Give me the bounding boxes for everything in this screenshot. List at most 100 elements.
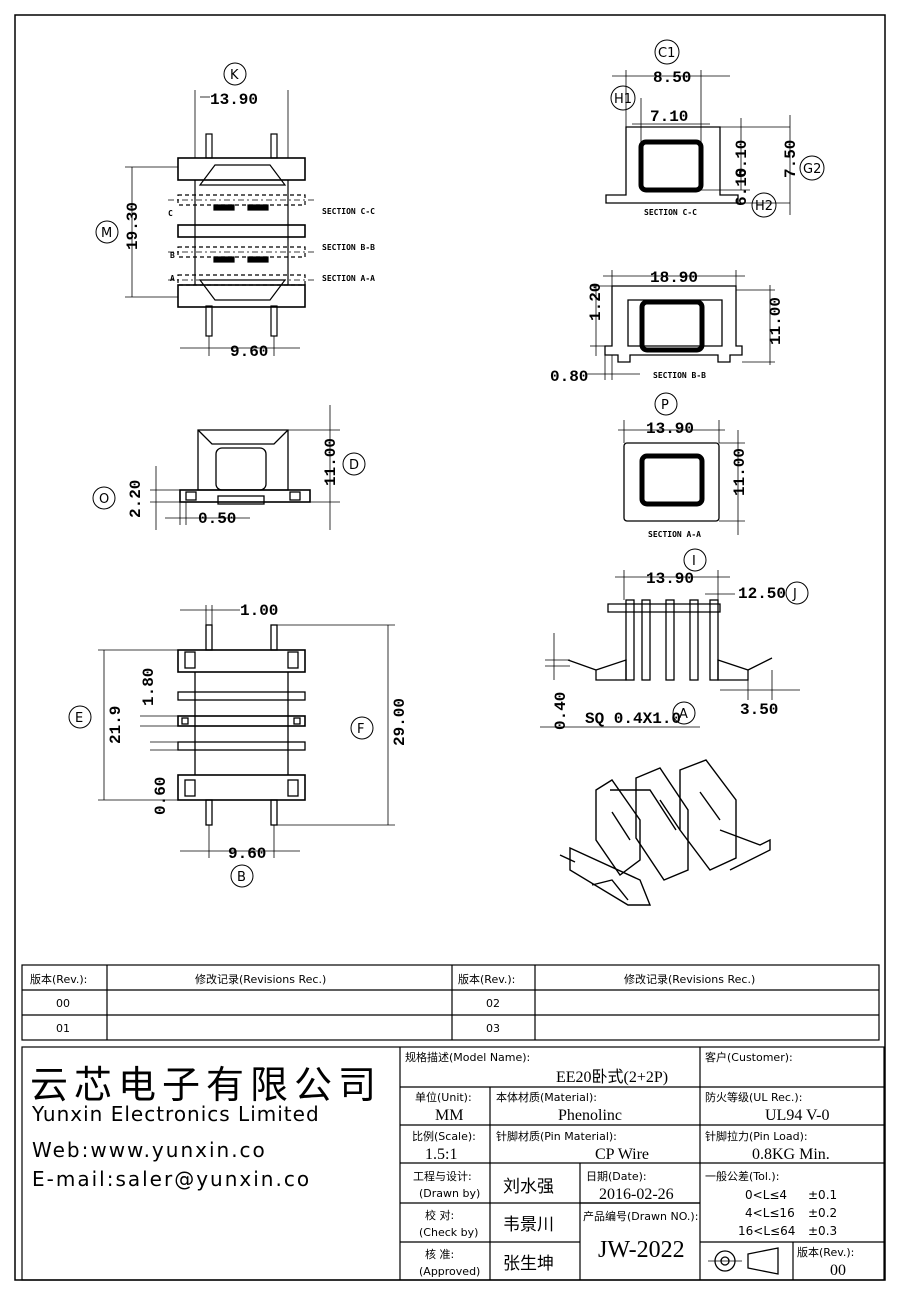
section-bb-view — [585, 270, 775, 380]
scale-value: 1.5:1 — [425, 1146, 457, 1163]
aa-dim-top: 13.90 — [646, 420, 694, 438]
bb-caption: SECTION B-B — [653, 371, 706, 380]
front-dim-right: 11.00 — [322, 438, 340, 486]
cc-dim-bottom: 6.10 — [733, 168, 751, 206]
front-label-left: O — [99, 492, 109, 507]
section-aa-view — [618, 420, 745, 535]
bottom-label-bottom: B — [237, 870, 246, 885]
unit-value: MM — [435, 1107, 463, 1124]
pin-label-right: J — [792, 587, 797, 602]
cc-label-top: C1 — [658, 46, 675, 61]
unit-label: 单位(Unit): — [415, 1090, 472, 1104]
check-value: 韦景川 — [503, 1215, 554, 1235]
rev-label: 版本(Rev.): — [797, 1245, 854, 1259]
model-label: 规格描述(Model Name): — [405, 1050, 530, 1064]
company-email: E-mail:saler@yunxin.co — [32, 1167, 311, 1191]
front-dim-left: 2.20 — [127, 480, 145, 518]
rev-left-1: 01 — [56, 1022, 70, 1035]
bottom-label-left: E — [75, 711, 83, 726]
pin-view — [540, 570, 800, 728]
aa-dim-right: 11.00 — [731, 448, 749, 496]
date-label: 日期(Date): — [586, 1170, 647, 1183]
rev-right-1: 03 — [486, 1022, 500, 1035]
company-name-cn: 云芯电子有限公司 — [30, 1063, 382, 1107]
drawn-label-en: (Drawn by) — [419, 1187, 480, 1200]
pin-dim-left: 0.40 — [552, 692, 570, 730]
check-label-cn: 校 对: — [425, 1208, 454, 1222]
rev-rec-header-left: 修改记录(Revisions Rec.) — [195, 972, 326, 986]
side-mark-b: B — [170, 251, 175, 260]
cc-label-right: G2 — [803, 162, 821, 177]
bb-dim-right: 11.00 — [767, 297, 785, 345]
customer-label: 客户(Customer): — [705, 1050, 793, 1064]
scale-label: 比例(Scale): — [412, 1129, 476, 1143]
rev-header-left: 版本(Rev.): — [30, 972, 87, 986]
model-value: EE20卧式(2+2P) — [556, 1068, 668, 1086]
rev-header-right: 版本(Rev.): — [458, 972, 515, 986]
side-section-bb: SECTION B-B — [322, 243, 375, 252]
rev-rec-header-right: 修改记录(Revisions Rec.) — [624, 972, 755, 986]
tol-value-1: ±0.2 — [808, 1206, 837, 1220]
rev-value: 00 — [830, 1262, 846, 1279]
check-label-en: (Check by) — [419, 1226, 478, 1239]
approve-label-en: (Approved) — [419, 1265, 480, 1278]
pin-dim-bottom: 3.50 — [740, 701, 778, 719]
side-dim-top: 13.90 — [210, 91, 258, 109]
side-mark-c: C — [168, 209, 173, 218]
revision-table — [21, 964, 880, 1041]
isometric-view — [559, 759, 771, 906]
drawn-no-label: 产品编号(Drawn NO.): — [583, 1209, 698, 1223]
bottom-dim-top: 1.00 — [240, 602, 278, 620]
side-label-left: M — [101, 226, 112, 241]
approve-label-cn: 核 准: — [425, 1247, 454, 1261]
side-section-cc: SECTION C-C — [322, 207, 375, 216]
front-view — [150, 405, 340, 530]
bottom-dim-right: 29.00 — [391, 698, 409, 746]
side-section-aa: SECTION A-A — [322, 274, 375, 283]
drawn-label-cn: 工程与设计: — [413, 1170, 472, 1183]
bottom-dim-left: 21.9 — [107, 706, 125, 744]
cc-dim-inner: 7.10 — [650, 108, 688, 126]
side-view — [125, 90, 315, 356]
pin-material-label: 针脚材质(Pin Material): — [496, 1129, 617, 1143]
side-mark-a: A — [170, 274, 175, 283]
pin-label-top: I — [692, 554, 696, 569]
cc-label-bottom: H2 — [755, 199, 773, 214]
pin-label-a: A — [679, 707, 688, 722]
cc-dim-top: 8.50 — [653, 69, 691, 87]
drawn-no-value: JW-2022 — [598, 1237, 685, 1263]
aa-caption: SECTION A-A — [648, 530, 701, 539]
tol-value-2: ±0.3 — [808, 1224, 837, 1238]
tol-value-0: ±0.1 — [808, 1188, 837, 1202]
front-dim-bottom: 0.50 — [198, 510, 236, 528]
date-value: 2016-02-26 — [599, 1186, 674, 1203]
company-web: Web:www.yunxin.co — [32, 1138, 267, 1162]
bottom-dim-inner-top: 1.80 — [140, 668, 158, 706]
pin-dim-top: 13.90 — [646, 570, 694, 588]
pin-dim-right: 12.50 — [738, 585, 786, 603]
section-cc-view — [605, 70, 791, 215]
material-label: 本体材质(Material): — [496, 1090, 597, 1104]
cc-label-inner: H1 — [614, 92, 632, 107]
tol-range-1: 4<L≤16 — [745, 1206, 795, 1220]
tol-range-0: 0<L≤4 — [745, 1188, 787, 1202]
side-dim-bottom: 9.60 — [230, 343, 268, 361]
pin-note: SQ 0.4X1.0 — [585, 710, 681, 728]
pin-load-label: 针脚拉力(Pin Load): — [705, 1129, 808, 1143]
bb-dim-left: 1.20 — [587, 283, 605, 321]
bottom-label-right: F — [357, 722, 364, 737]
projection-symbol-icon — [708, 1247, 779, 1275]
side-dim-left: 19.30 — [124, 202, 142, 250]
bb-dim-bottom: 0.80 — [550, 368, 588, 386]
bb-dim-top: 18.90 — [650, 269, 698, 287]
tol-range-2: 16<L≤64 — [738, 1224, 795, 1238]
tol-label: 一般公差(Tol.): — [705, 1169, 779, 1183]
front-label-right: D — [349, 458, 359, 473]
cc-caption: SECTION C-C — [644, 208, 697, 217]
side-label-top: K — [230, 68, 239, 83]
ul-value: UL94 V-0 — [765, 1107, 829, 1124]
approve-value: 张生坤 — [503, 1254, 554, 1274]
drawn-value: 刘水强 — [503, 1177, 554, 1197]
pin-material-value: CP Wire — [595, 1146, 649, 1163]
